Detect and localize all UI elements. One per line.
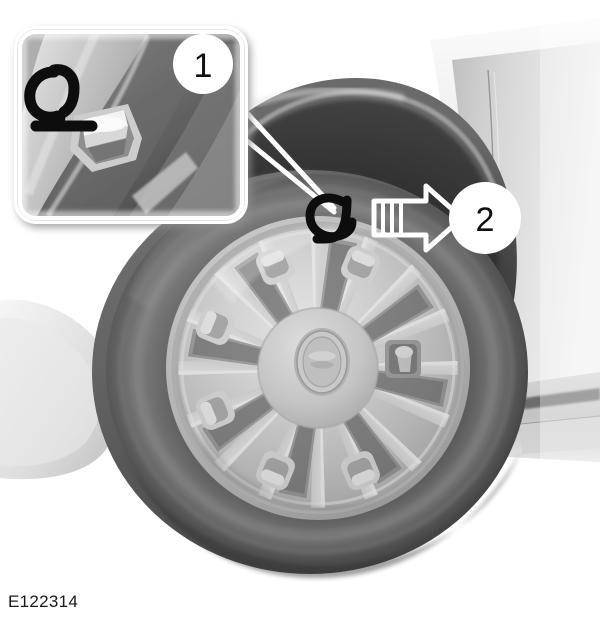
illustration-svg: 1 2 [0,18,600,579]
callout-marker-1: 1 [173,34,233,94]
inset-hook-tool-marker-icon [24,64,98,132]
pull-arrow-icon [371,183,465,253]
wheel-illustration: 1 2 [0,18,600,579]
callout-1-circle [173,34,233,94]
wheel-cover [166,216,470,520]
hook-tool-marker-icon [305,193,357,244]
callout-1-label: 1 [194,47,213,85]
callout-2-label: 2 [476,201,495,239]
center-cap-ford-logo [294,328,350,396]
figure-id-label: E122314 [8,592,79,611]
front-bumper [0,299,121,480]
callout-marker-2: 2 [449,182,521,254]
callout-2-circle [449,182,521,254]
